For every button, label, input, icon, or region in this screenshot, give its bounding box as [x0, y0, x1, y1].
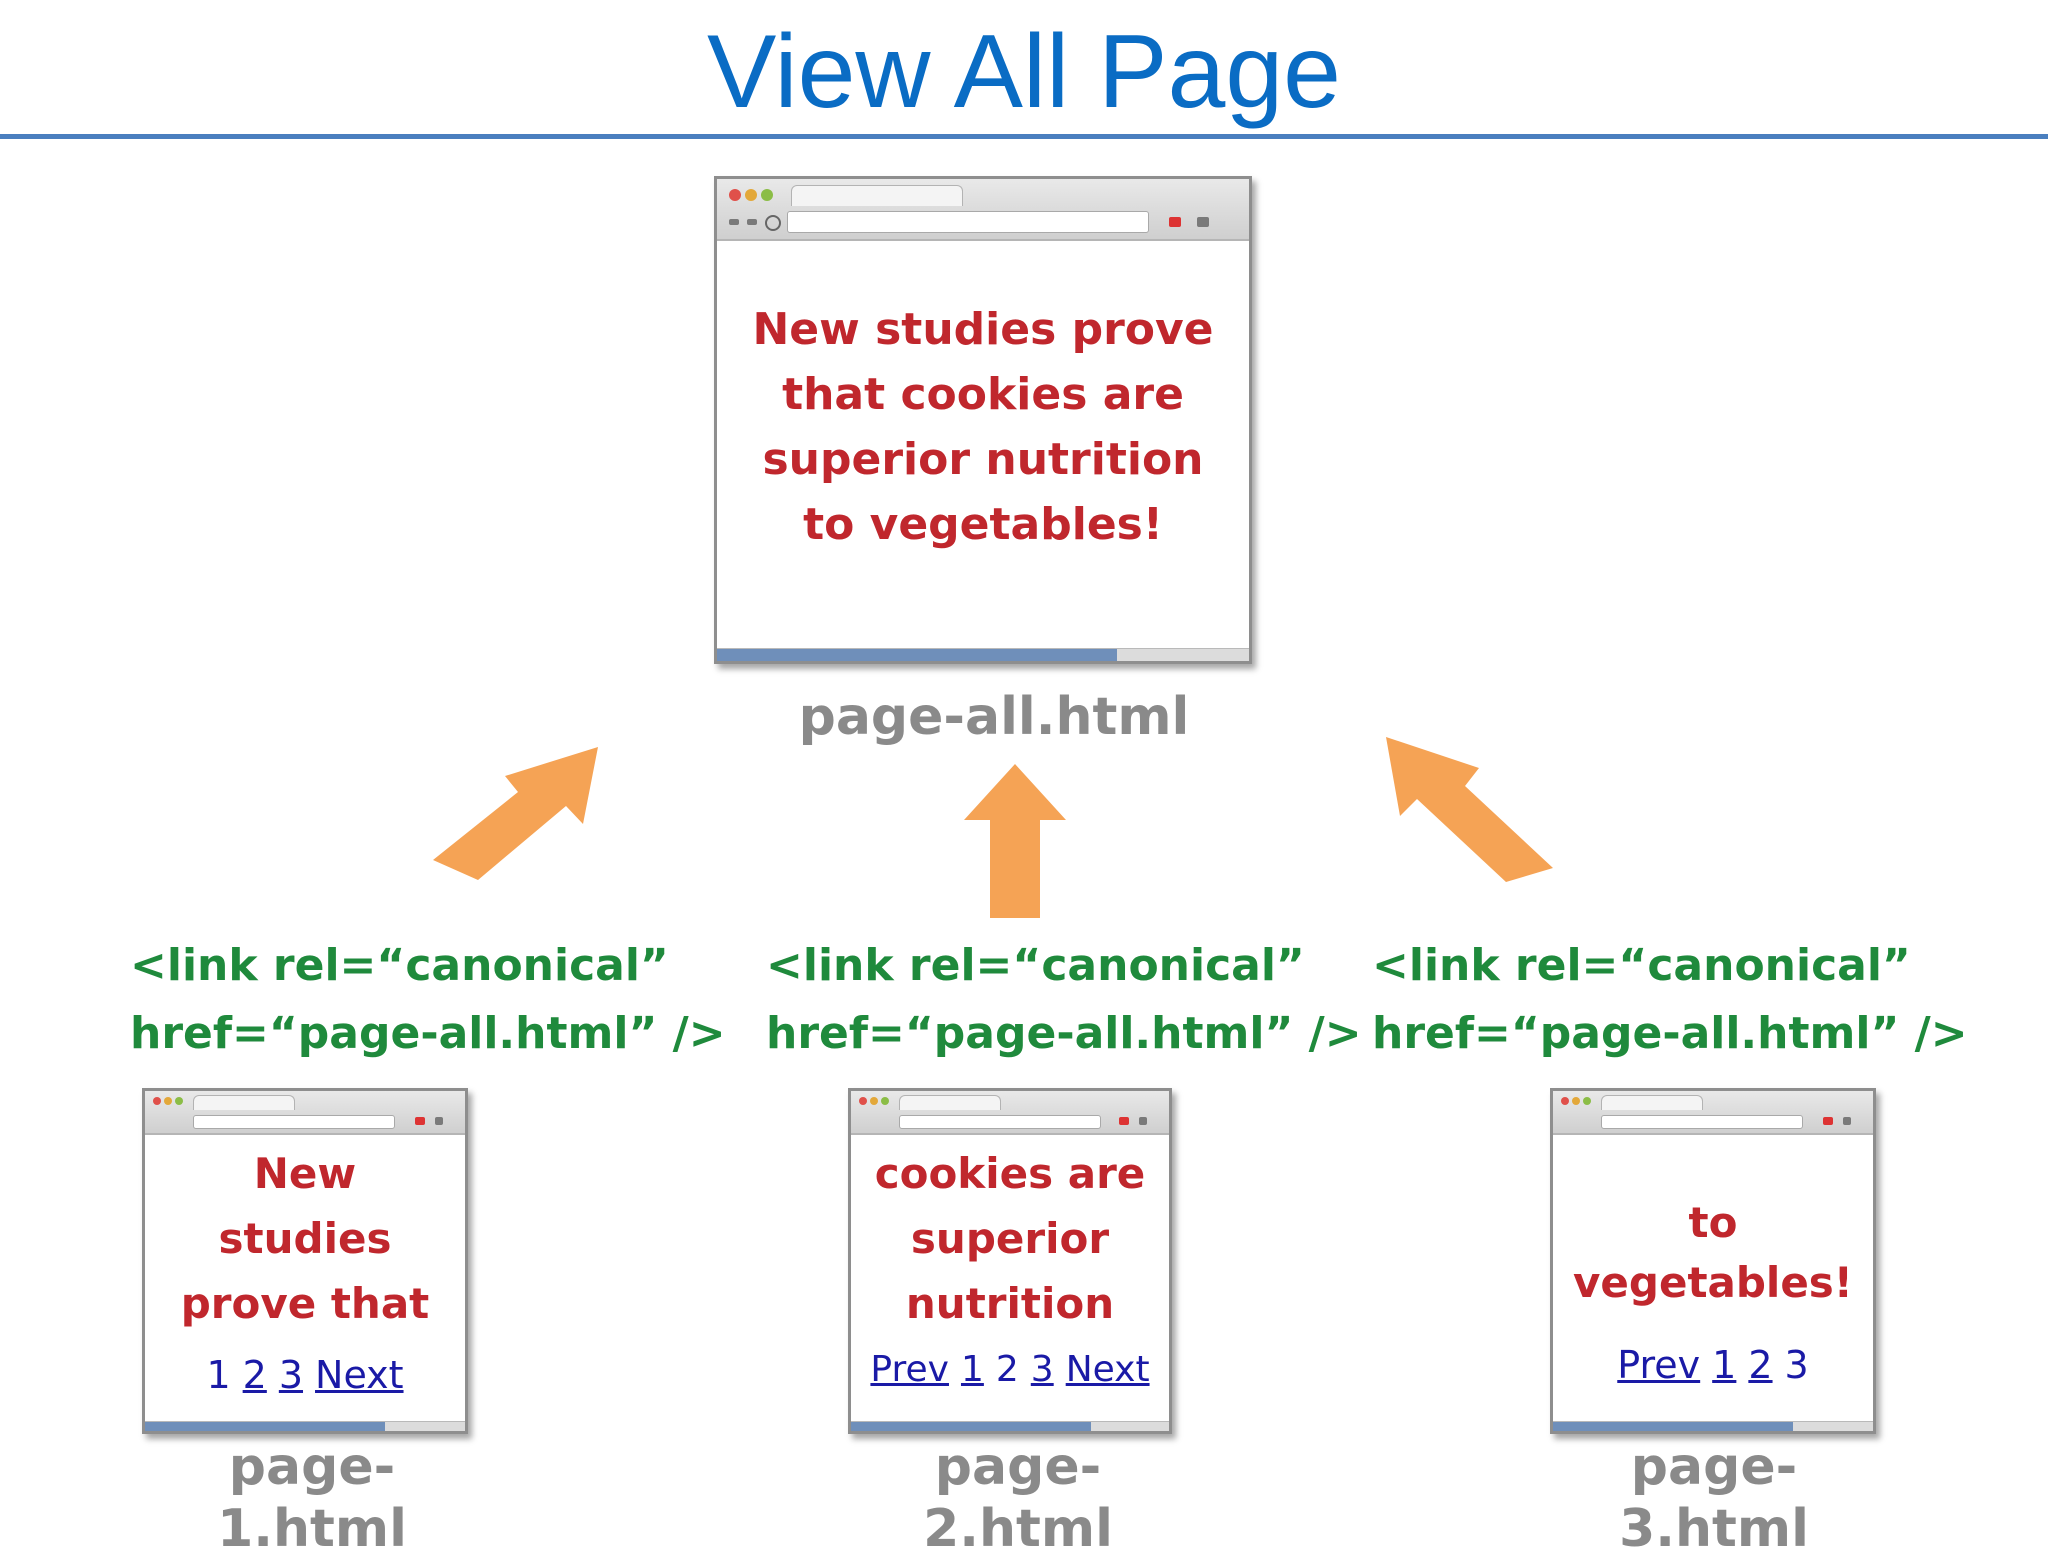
filename-page-3: page-3.html	[1619, 1437, 1809, 1559]
canonical-line1: <link rel=“canonical”	[1372, 940, 1911, 991]
browser-tab	[1601, 1095, 1703, 1110]
pager-link-page-2[interactable]: 2	[242, 1353, 267, 1397]
page-line: cookies are	[874, 1149, 1146, 1198]
filename-page-1: page-1.html	[217, 1437, 407, 1559]
browser-statusbar	[851, 1421, 1169, 1431]
url-bar	[787, 211, 1149, 233]
main-page-text: New studies prove that cookies are super…	[717, 297, 1249, 557]
close-dot-icon	[153, 1097, 161, 1105]
filename-page-all: page-all.html	[798, 687, 1190, 747]
page-2-text: cookies are superior nutrition	[851, 1141, 1169, 1336]
browser-tab	[899, 1095, 1001, 1110]
browser-toolbar	[851, 1091, 1169, 1135]
canonical-tag-2: <link rel=“canonical” href=“page-all.htm…	[766, 932, 1362, 1068]
canonical-line2: href=“page-all.html” />	[766, 1008, 1362, 1059]
browser-statusbar	[717, 648, 1249, 661]
page-line: to	[1688, 1198, 1738, 1247]
pager-link-prev[interactable]: Prev	[870, 1349, 949, 1390]
canonical-line1: <link rel=“canonical”	[130, 940, 669, 991]
reload-icon	[765, 215, 781, 231]
url-bar	[193, 1115, 395, 1129]
url-bar	[899, 1115, 1101, 1129]
status-progress	[145, 1422, 385, 1431]
page-line: nutrition	[905, 1279, 1115, 1328]
browser-toolbar	[145, 1091, 465, 1135]
arrow-up-icon	[964, 764, 1066, 918]
maximize-dot-icon	[881, 1097, 889, 1105]
pager-page-2: 2	[995, 1349, 1019, 1390]
page-line: studies	[218, 1214, 392, 1263]
url-bar	[1601, 1115, 1803, 1129]
pager-link-page-1[interactable]: 1	[1712, 1343, 1737, 1387]
page-3-text: to vegetables!	[1553, 1193, 1873, 1313]
close-dot-icon	[729, 189, 741, 201]
maximize-dot-icon	[1583, 1097, 1591, 1105]
status-progress	[717, 649, 1117, 661]
browser-window-page-all: New studies prove that cookies are super…	[714, 176, 1252, 664]
extension-icon	[1119, 1117, 1129, 1125]
main-line: that cookies are	[782, 369, 1184, 420]
browser-tab	[791, 185, 963, 206]
pager-link-page-2[interactable]: 2	[1748, 1343, 1773, 1387]
arrow-up-right-icon	[433, 747, 598, 880]
browser-toolbar	[1553, 1091, 1873, 1135]
status-progress	[1553, 1422, 1793, 1431]
main-line: to vegetables!	[803, 499, 1163, 550]
page-line: New	[253, 1149, 357, 1198]
browser-statusbar	[145, 1421, 465, 1431]
page-line: vegetables!	[1573, 1258, 1853, 1307]
canonical-tag-1: <link rel=“canonical” href=“page-all.htm…	[130, 932, 726, 1068]
canonical-line2: href=“page-all.html” />	[130, 1008, 726, 1059]
wrench-icon	[1197, 217, 1209, 227]
canonical-line2: href=“page-all.html” />	[1372, 1008, 1968, 1059]
pager-link-page-3[interactable]: 3	[278, 1353, 304, 1397]
pager-page-3: 3	[1784, 1343, 1809, 1387]
minimize-dot-icon	[870, 1097, 878, 1105]
maximize-dot-icon	[175, 1097, 183, 1105]
maximize-dot-icon	[761, 189, 773, 201]
browser-toolbar	[717, 179, 1249, 241]
browser-statusbar	[1553, 1421, 1873, 1431]
extension-icon	[1169, 217, 1181, 227]
forward-icon	[747, 219, 757, 225]
pager-link-page-1[interactable]: 1	[960, 1349, 984, 1390]
wrench-icon	[435, 1117, 443, 1125]
canonical-line1: <link rel=“canonical”	[766, 940, 1305, 991]
pager-link-page-3[interactable]: 3	[1030, 1349, 1054, 1390]
page-1-text: New studies prove that	[145, 1141, 465, 1336]
close-dot-icon	[1561, 1097, 1569, 1105]
main-line: superior nutrition	[762, 434, 1204, 485]
minimize-dot-icon	[745, 189, 757, 201]
pager-link-next[interactable]: Next	[1065, 1349, 1150, 1390]
browser-tab	[193, 1095, 295, 1110]
filename-page-2: page-2.html	[923, 1437, 1113, 1559]
page-line: prove that	[180, 1279, 430, 1328]
extension-icon	[415, 1117, 425, 1125]
page-line: superior	[910, 1214, 1110, 1263]
main-line: New studies prove	[752, 304, 1214, 355]
close-dot-icon	[859, 1097, 867, 1105]
page-title: View All Page	[706, 14, 1342, 130]
pager-page-1: 1	[206, 1353, 231, 1397]
back-icon	[729, 219, 739, 225]
minimize-dot-icon	[164, 1097, 172, 1105]
arrow-up-left-icon	[1386, 737, 1553, 882]
wrench-icon	[1139, 1117, 1147, 1125]
wrench-icon	[1843, 1117, 1851, 1125]
status-progress	[851, 1422, 1091, 1431]
title-divider	[0, 134, 2048, 139]
pager-link-prev[interactable]: Prev	[1617, 1343, 1701, 1387]
minimize-dot-icon	[1572, 1097, 1580, 1105]
canonical-tag-3: <link rel=“canonical” href=“page-all.htm…	[1372, 932, 1968, 1068]
extension-icon	[1823, 1117, 1833, 1125]
pager-link-next[interactable]: Next	[315, 1353, 404, 1397]
